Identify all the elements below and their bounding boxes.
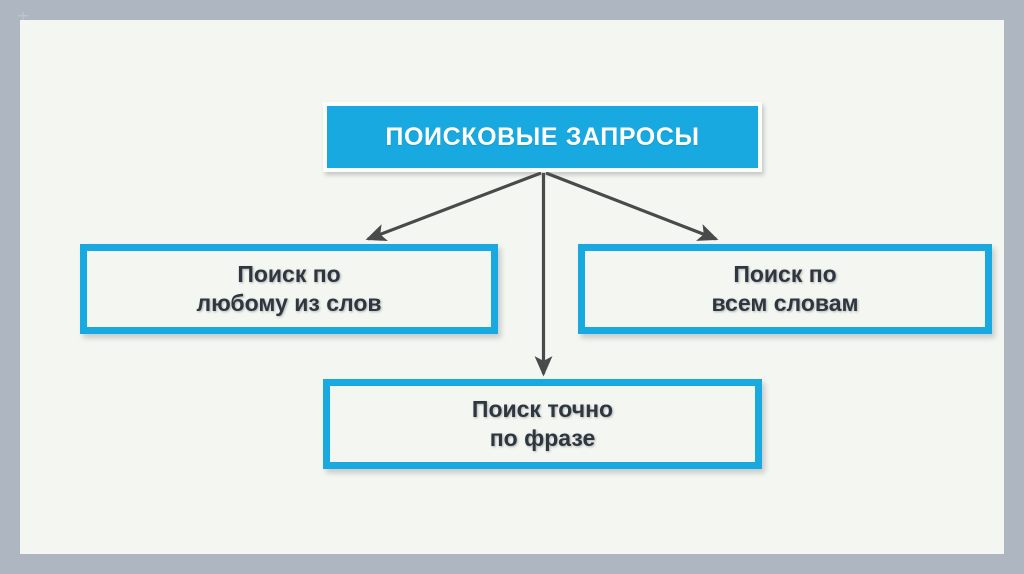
connector-to-any-words [365,171,542,241]
node-box-all-words-label: Поиск по всем словам [711,260,858,319]
node-box-any-words[interactable]: Поиск по любому из слов [80,244,498,334]
node-box-any-words-line2: любому из слов [196,290,382,316]
slide-canvas: ПОИСКОВЫЕ ЗАПРОСЫ Поиск по любому из сло… [20,20,1004,554]
node-box-all-words-line2: всем словам [711,290,859,316]
connector-to-all-words [545,171,719,241]
title-box-label: ПОИСКОВЫЕ ЗАПРОСЫ [385,122,700,151]
title-box[interactable]: ПОИСКОВЫЕ ЗАПРОСЫ [323,102,762,172]
node-box-any-words-label: Поиск по любому из слов [196,260,381,319]
node-box-any-words-line1: Поиск по [237,260,341,287]
node-box-all-words[interactable]: Поиск по всем словам [578,244,992,334]
node-box-exact-phrase-line2: по фразе [489,425,596,451]
node-box-exact-phrase-label: Поиск точно по фразе [472,395,613,454]
node-box-all-words-line1: Поиск по [733,260,837,287]
node-box-exact-phrase[interactable]: Поиск точно по фразе [323,379,762,469]
node-box-exact-phrase-line1: Поиск точно [471,395,614,422]
